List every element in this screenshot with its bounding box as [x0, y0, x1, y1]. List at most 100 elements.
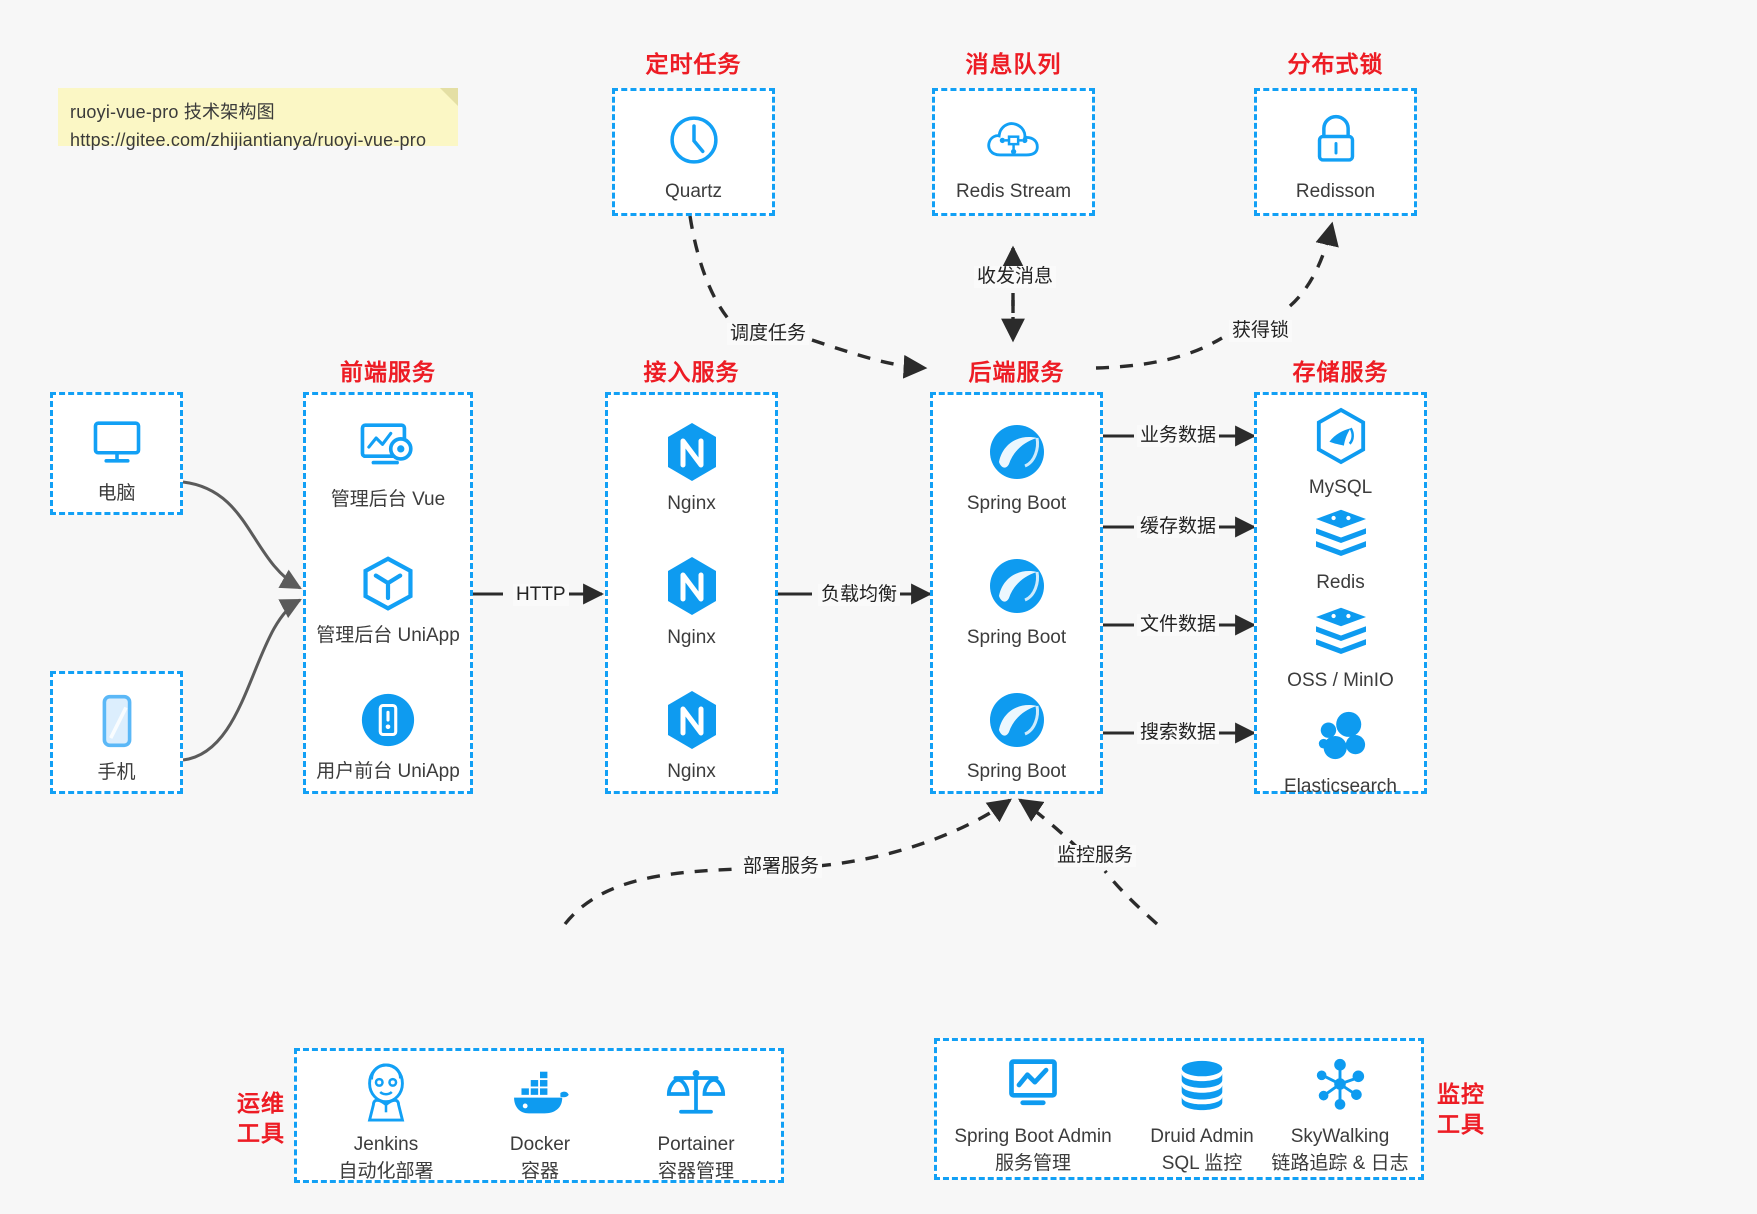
node-redis[interactable]: Redis [1257, 500, 1424, 596]
node-label: Elasticsearch [1284, 776, 1397, 797]
spring-icon [933, 689, 1100, 751]
nginx-icon [608, 555, 775, 617]
node-sublabel: 链路追踪 & 日志 [1271, 1153, 1409, 1174]
edge-label-deploy-service: 部署服务 [740, 856, 823, 878]
node-portainer[interactable]: Portainer 容器管理 [621, 1061, 771, 1185]
node-user-uniapp[interactable]: 用户前台 UniApp [306, 689, 470, 785]
node-label: Spring Boot Admin [954, 1126, 1112, 1147]
node-docker[interactable]: Docker 容器 [465, 1061, 615, 1185]
node-sublabel: 服务管理 [994, 1153, 1071, 1174]
group-message-queue: Redis Stream [932, 88, 1095, 216]
node-nginx-2[interactable]: Nginx [608, 555, 775, 651]
node-label: Portainer [657, 1134, 735, 1155]
node-label: Jenkins [353, 1134, 419, 1155]
edge-label-cache-data: 缓存数据 [1137, 516, 1220, 538]
node-label: Redis [1316, 572, 1365, 593]
note-url: https://gitee.com/zhijiantianya/ruoyi-vu… [70, 130, 427, 150]
node-admin-vue[interactable]: 管理后台 Vue [306, 417, 470, 513]
jenkins-icon [311, 1061, 461, 1125]
node-label: 管理后台 Vue [330, 489, 446, 510]
group-title-monitoring: 监控 工具 [1428, 1079, 1494, 1139]
node-label: Spring Boot [966, 761, 1067, 782]
group-client-desktop: 电脑 [50, 392, 183, 515]
node-label: Redisson [1295, 181, 1376, 202]
node-jenkins[interactable]: Jenkins 自动化部署 [311, 1061, 461, 1185]
node-spring-boot-admin[interactable]: Spring Boot Admin 服务管理 [943, 1053, 1123, 1177]
note-title: ruoyi-vue-pro 技术架构图 [70, 102, 275, 122]
group-title-scheduled-task: 定时任务 [645, 51, 742, 77]
node-admin-uniapp[interactable]: 管理后台 UniApp [306, 553, 470, 649]
group-title-devops-line2: 工具 [237, 1120, 285, 1146]
group-title-storage: 存储服务 [1292, 359, 1389, 385]
node-sublabel: SQL 监控 [1161, 1153, 1243, 1174]
node-label: Druid Admin [1150, 1126, 1254, 1147]
cloud-stream-icon [935, 109, 1092, 171]
node-sublabel: 容器 [520, 1161, 559, 1182]
group-title-monitoring-line2: 工具 [1437, 1111, 1485, 1137]
edge-label-search-data: 搜索数据 [1137, 722, 1220, 744]
node-elasticsearch[interactable]: Elasticsearch [1257, 704, 1424, 800]
node-skywalking[interactable]: SkyWalking 链路追踪 & 日志 [1255, 1053, 1425, 1177]
node-label: Redis Stream [955, 181, 1072, 202]
node-oss-minio[interactable]: OSS / MinIO [1257, 598, 1424, 694]
group-distributed-lock: Redisson [1254, 88, 1417, 216]
nginx-icon [608, 689, 775, 751]
node-nginx-3[interactable]: Nginx [608, 689, 775, 785]
mysql-icon [1257, 405, 1424, 467]
node-label: OSS / MinIO [1287, 670, 1394, 691]
edge-label-send-receive-message: 收发消息 [974, 266, 1057, 288]
node-desktop[interactable]: 电脑 [53, 411, 180, 507]
clock-icon [615, 109, 772, 171]
edge-label-file-data: 文件数据 [1137, 614, 1220, 636]
group-gateway: Nginx Nginx Nginx [605, 392, 778, 794]
note-fold-corner [440, 88, 458, 106]
group-title-frontend: 前端服务 [340, 359, 436, 385]
mobile-icon [53, 690, 180, 752]
node-mobile[interactable]: 手机 [53, 690, 180, 786]
group-title-gateway: 接入服务 [643, 359, 740, 385]
group-title-devops: 运维 工具 [228, 1088, 294, 1148]
node-label: Nginx [667, 627, 716, 648]
group-title-monitoring-line1: 监控 [1437, 1081, 1485, 1107]
node-redisson[interactable]: Redisson [1257, 109, 1414, 205]
database-icon [1127, 1053, 1277, 1117]
group-title-devops-line1: 运维 [237, 1090, 285, 1116]
group-monitoring: Spring Boot Admin 服务管理 Druid Admin SQL 监… [934, 1038, 1424, 1180]
group-client-mobile: 手机 [50, 671, 183, 794]
node-label: Spring Boot [966, 493, 1067, 514]
node-label: 电脑 [97, 483, 136, 504]
group-storage: MySQL Redis OSS [1254, 392, 1427, 797]
node-nginx-1[interactable]: Nginx [608, 421, 775, 517]
node-label: MySQL [1308, 477, 1373, 498]
node-mysql[interactable]: MySQL [1257, 405, 1424, 501]
node-spring-boot-3[interactable]: Spring Boot [933, 689, 1100, 785]
node-label: Spring Boot [966, 627, 1067, 648]
cube-icon [306, 553, 470, 615]
node-spring-boot-2[interactable]: Spring Boot [933, 555, 1100, 651]
lock-icon [1257, 109, 1414, 171]
node-label: Docker [509, 1134, 571, 1155]
node-label: Quartz [664, 181, 723, 202]
oss-icon [1257, 598, 1424, 660]
desktop-icon [53, 411, 180, 473]
group-scheduled-task: Quartz [612, 88, 775, 216]
node-spring-boot-1[interactable]: Spring Boot [933, 421, 1100, 517]
group-title-message-queue: 消息队列 [965, 51, 1062, 77]
node-label: 手机 [97, 762, 136, 783]
elasticsearch-icon [1257, 704, 1424, 766]
edge-label-load-balance: 负载均衡 [818, 584, 901, 606]
skywalking-icon [1255, 1053, 1425, 1117]
group-devops: Jenkins 自动化部署 Docker 容器 [294, 1048, 784, 1183]
node-sublabel: 容器管理 [657, 1161, 734, 1182]
node-quartz[interactable]: Quartz [615, 109, 772, 205]
spring-icon [933, 555, 1100, 617]
edge-label-acquire-lock: 获得锁 [1229, 320, 1293, 342]
group-frontend: 管理后台 Vue 管理后台 UniApp 用户前台 UniApp [303, 392, 473, 794]
node-label: SkyWalking [1290, 1126, 1390, 1147]
node-label: Nginx [667, 493, 716, 514]
node-label: 用户前台 UniApp [316, 761, 460, 782]
node-redis-stream[interactable]: Redis Stream [935, 109, 1092, 205]
nginx-icon [608, 421, 775, 483]
node-druid-admin[interactable]: Druid Admin SQL 监控 [1127, 1053, 1277, 1177]
